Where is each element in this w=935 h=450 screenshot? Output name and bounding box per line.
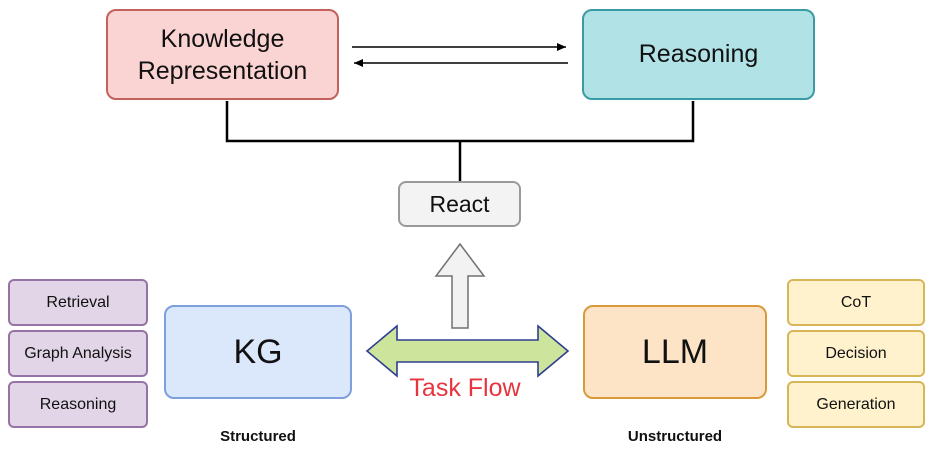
llm-task-cot: CoT — [787, 279, 925, 326]
react-box: React — [398, 181, 521, 227]
kg-task-label: Reasoning — [39, 395, 117, 413]
react-label: React — [429, 190, 490, 217]
llm-label: LLM — [641, 332, 709, 371]
kg-task-label: Retrieval — [46, 293, 110, 311]
llm-task-decision: Decision — [787, 330, 925, 377]
task-flow-label: Task Flow — [409, 374, 521, 402]
reasoning-label: Reasoning — [638, 40, 759, 68]
bracket-connector — [225, 101, 695, 143]
llm-task-generation: Generation — [787, 381, 925, 428]
structured-caption: Structured — [220, 428, 296, 445]
llm-task-label: Decision — [825, 344, 887, 362]
knowledge-representation-label: Knowledge Representation — [137, 24, 308, 85]
kg-box: KG — [164, 305, 352, 399]
kg-label: KG — [233, 332, 283, 371]
kg-task-retrieval: Retrieval — [8, 279, 148, 326]
reasoning-box: Reasoning — [582, 9, 815, 100]
llm-task-label: CoT — [840, 293, 872, 311]
kg-task-reasoning: Reasoning — [8, 381, 148, 428]
task-flow-arrow — [365, 324, 570, 378]
knowledge-representation-box: Knowledge Representation — [106, 9, 339, 100]
kg-task-graph-analysis: Graph Analysis — [8, 330, 148, 377]
llm-task-label: Generation — [816, 395, 896, 413]
llm-box: LLM — [583, 305, 767, 399]
unstructured-caption: Unstructured — [627, 428, 723, 445]
up-arrow — [434, 242, 486, 329]
kg-task-label: Graph Analysis — [24, 344, 132, 362]
